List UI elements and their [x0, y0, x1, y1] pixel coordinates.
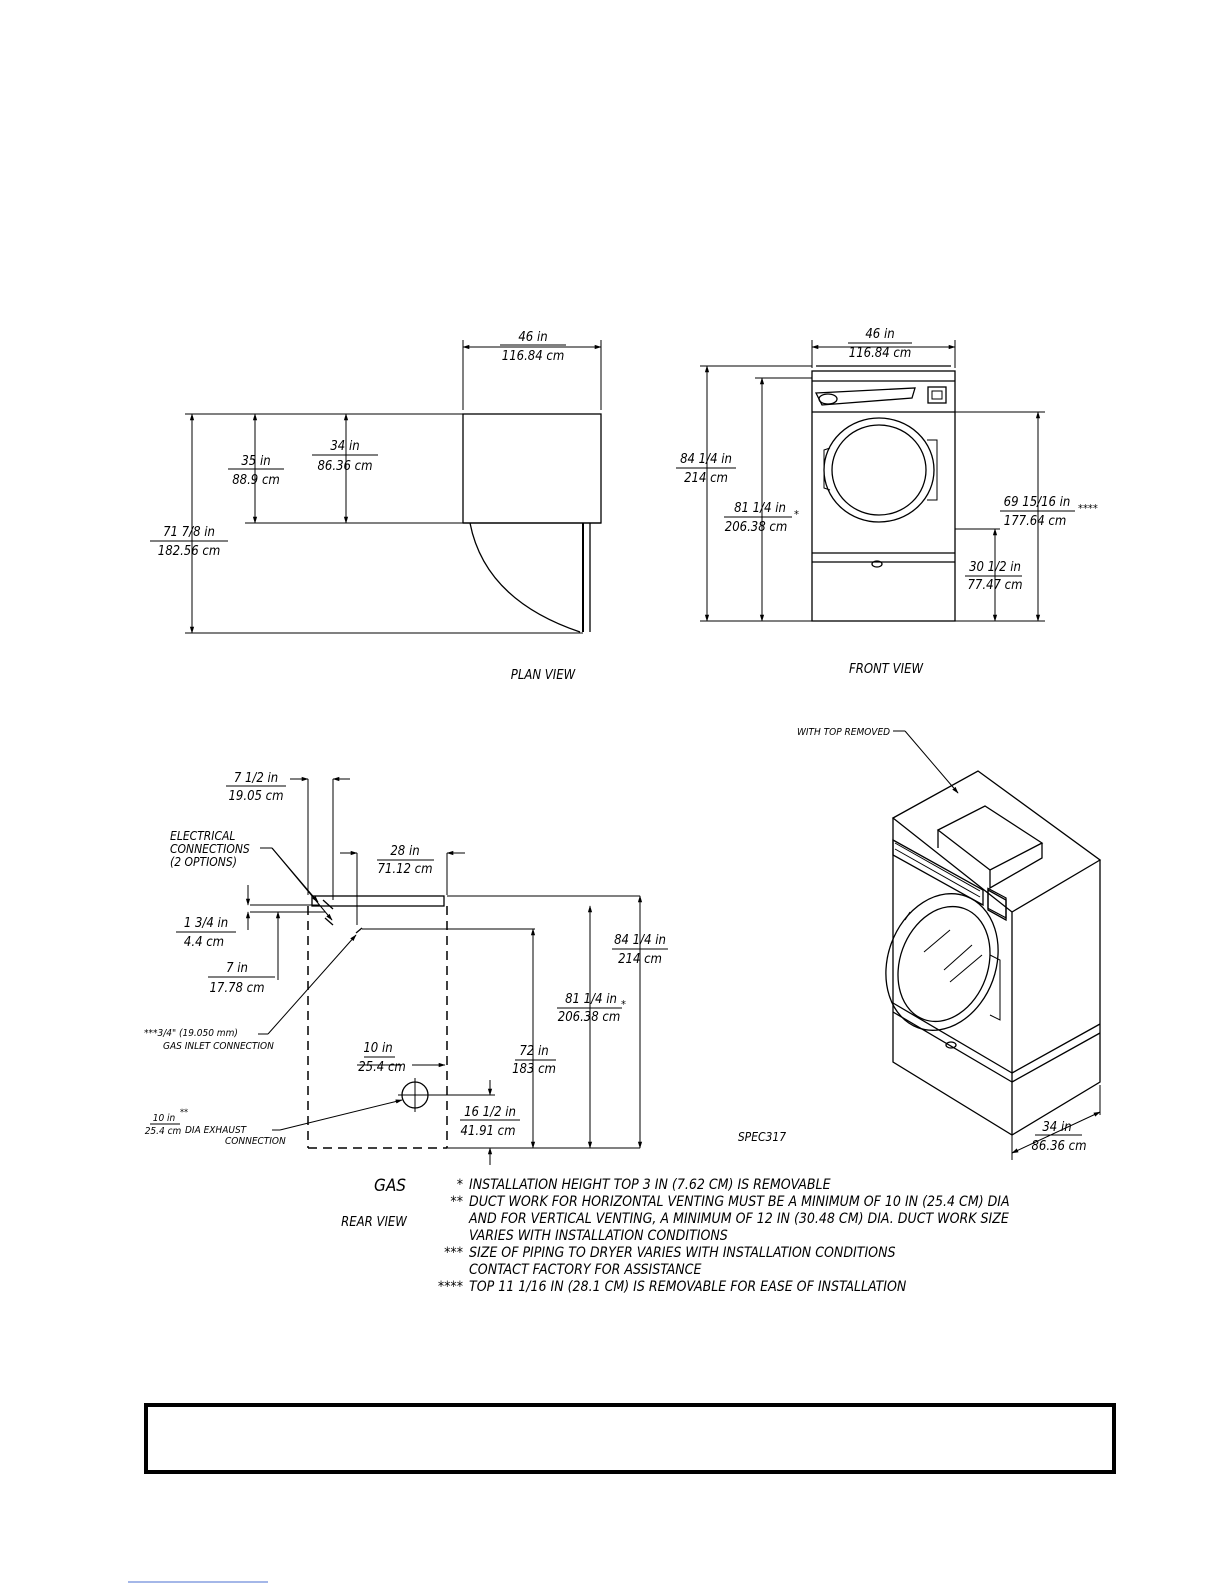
- front-install-in: 81 1/4 in: [734, 501, 786, 516]
- rear-h72-cm: 183 cm: [512, 1062, 556, 1077]
- rear-exhaust-dia-cm: 25.4 cm: [145, 1126, 182, 1137]
- plan-door-swing: [469, 522, 581, 633]
- iso-depth-in: 34 in: [1042, 1120, 1071, 1135]
- rear-exhaust-label2: CONNECTION: [225, 1136, 286, 1147]
- iso-view: WITH TOP REMOVED 34 i: [738, 727, 1102, 1160]
- rear-width28-cm: 71.12 cm: [377, 862, 432, 877]
- front-coin-box: [927, 386, 947, 404]
- note-3-line2: CONTACT FACTORY FOR ASSISTANCE: [469, 1262, 701, 1278]
- front-top-in: 69 15/16 in: [1004, 495, 1071, 510]
- plan-body-cm: 86.36 cm: [317, 459, 372, 474]
- front-install-mark: *: [794, 508, 799, 521]
- plan-view: 46 in 116.84 cm 71 7/8 in 182.56 cm 35 i…: [150, 330, 602, 683]
- plan-overall-cm: 182.56 cm: [158, 544, 220, 559]
- rear-electrical-line1: ELECTRICAL: [170, 829, 235, 843]
- plan-body-in: 34 in: [330, 439, 359, 454]
- rear-gas-inlet-line2: GAS INLET CONNECTION: [163, 1041, 274, 1052]
- note-2-line1: DUCT WORK FOR HORIZONTAL VENTING MUST BE…: [469, 1194, 1010, 1210]
- note-1-text: INSTALLATION HEIGHT TOP 3 IN (7.62 CM) I…: [469, 1177, 831, 1193]
- rear-h165-in: 16 1/2 in: [464, 1105, 516, 1120]
- rear-h165-cm: 41.91 cm: [460, 1124, 515, 1139]
- rear-h72-in: 72 in: [519, 1044, 548, 1059]
- plan-depth-cm: 88.9 cm: [232, 473, 280, 488]
- front-view: 46 in 116.84 cm 84 1/4 in 214 cm 81 1/4 …: [676, 327, 1098, 677]
- note-3-mark: ***: [444, 1245, 463, 1261]
- rear-width28-in: 28 in: [390, 844, 419, 859]
- plan-cabinet-outline: [462, 413, 602, 524]
- rear-h8125-mark: *: [621, 998, 626, 1011]
- iso-control-panel: [892, 838, 984, 907]
- front-top-cm: 177.64 cm: [1004, 514, 1066, 529]
- plan-width-cm: 116.84 cm: [502, 349, 564, 364]
- rear-exhaust-offset-cm: 25.4 cm: [358, 1060, 406, 1075]
- plan-width-in: 46 in: [518, 330, 547, 345]
- notes: * INSTALLATION HEIGHT TOP 3 IN (7.62 CM)…: [438, 1177, 1010, 1295]
- iso-top-removed-label: WITH TOP REMOVED: [797, 727, 890, 738]
- note-2-mark: **: [450, 1194, 463, 1210]
- iso-top-opening: [891, 770, 1102, 913]
- front-view-title: FRONT VIEW: [849, 662, 923, 677]
- front-door-in: 30 1/2 in: [969, 560, 1021, 575]
- front-control-panel: [814, 387, 916, 406]
- rear-d134-cm: 4.4 cm: [184, 935, 224, 950]
- iso-door: [885, 893, 999, 1031]
- note-4-text: TOP 11 1/16 IN (28.1 CM) IS REMOVABLE FO…: [469, 1279, 907, 1295]
- rear-exhaust-label1: DIA EXHAUST: [185, 1125, 248, 1136]
- rear-gas-label: GAS: [374, 1176, 406, 1196]
- note-2-line3: VARIES WITH INSTALLATION CONDITIONS: [469, 1228, 728, 1244]
- rear-electrical-line2: CONNECTIONS: [170, 842, 250, 856]
- rear-d7-cm: 17.78 cm: [209, 981, 264, 996]
- note-1-mark: *: [457, 1177, 463, 1193]
- rear-offset-cm: 19.05 cm: [228, 789, 283, 804]
- iso-spec-code: SPEC317: [738, 1130, 786, 1144]
- rear-h8125-cm: 206.38 cm: [558, 1010, 620, 1025]
- rear-offset-in: 7 1/2 in: [234, 771, 278, 786]
- rear-h8425-in: 84 1/4 in: [614, 933, 666, 948]
- iso-coin-box: [987, 888, 1007, 922]
- rear-exhaust-dia-in: 10 in: [153, 1113, 176, 1124]
- plan-view-title: PLAN VIEW: [511, 668, 576, 683]
- front-width-in: 46 in: [865, 327, 894, 342]
- note-3-line1: SIZE OF PIPING TO DRYER VARIES WITH INST…: [469, 1245, 896, 1261]
- front-door: [823, 417, 935, 523]
- note-4-mark: ****: [438, 1279, 463, 1295]
- footer-box: [144, 1403, 1116, 1474]
- rear-h8125-in: 81 1/4 in: [565, 992, 617, 1007]
- plan-overall-in: 71 7/8 in: [163, 525, 215, 540]
- rear-view: 7 1/2 in 19.05 cm ELECTRICAL CONNECTIONS…: [144, 771, 668, 1230]
- front-width-cm: 116.84 cm: [849, 346, 911, 361]
- front-cabinet-outline: [811, 370, 956, 622]
- front-install-cm: 206.38 cm: [725, 520, 787, 535]
- front-height-cm: 214 cm: [684, 471, 728, 486]
- note-2-line2: AND FOR VERTICAL VENTING, A MINIMUM OF 1…: [468, 1211, 1009, 1227]
- front-height-in: 84 1/4 in: [680, 452, 732, 467]
- rear-h8425-cm: 214 cm: [618, 952, 662, 967]
- rear-exhaust-dia-mark: **: [180, 1108, 188, 1118]
- iso-depth-cm: 86.36 cm: [1031, 1139, 1086, 1154]
- rear-view-title: REAR VIEW: [341, 1215, 407, 1230]
- rear-d134-in: 1 3/4 in: [184, 916, 228, 931]
- front-door-cm: 77.47 cm: [967, 578, 1022, 593]
- plan-depth-in: 35 in: [241, 454, 270, 469]
- front-top-mark: ****: [1078, 502, 1098, 515]
- rear-electrical-line3: (2 OPTIONS): [170, 855, 237, 869]
- rear-d7-in: 7 in: [226, 961, 248, 976]
- rear-exhaust-offset-in: 10 in: [363, 1041, 392, 1056]
- rear-gas-inlet-line1: ***3/4" (19.050 mm): [144, 1028, 238, 1039]
- rear-top-cap: [311, 895, 445, 907]
